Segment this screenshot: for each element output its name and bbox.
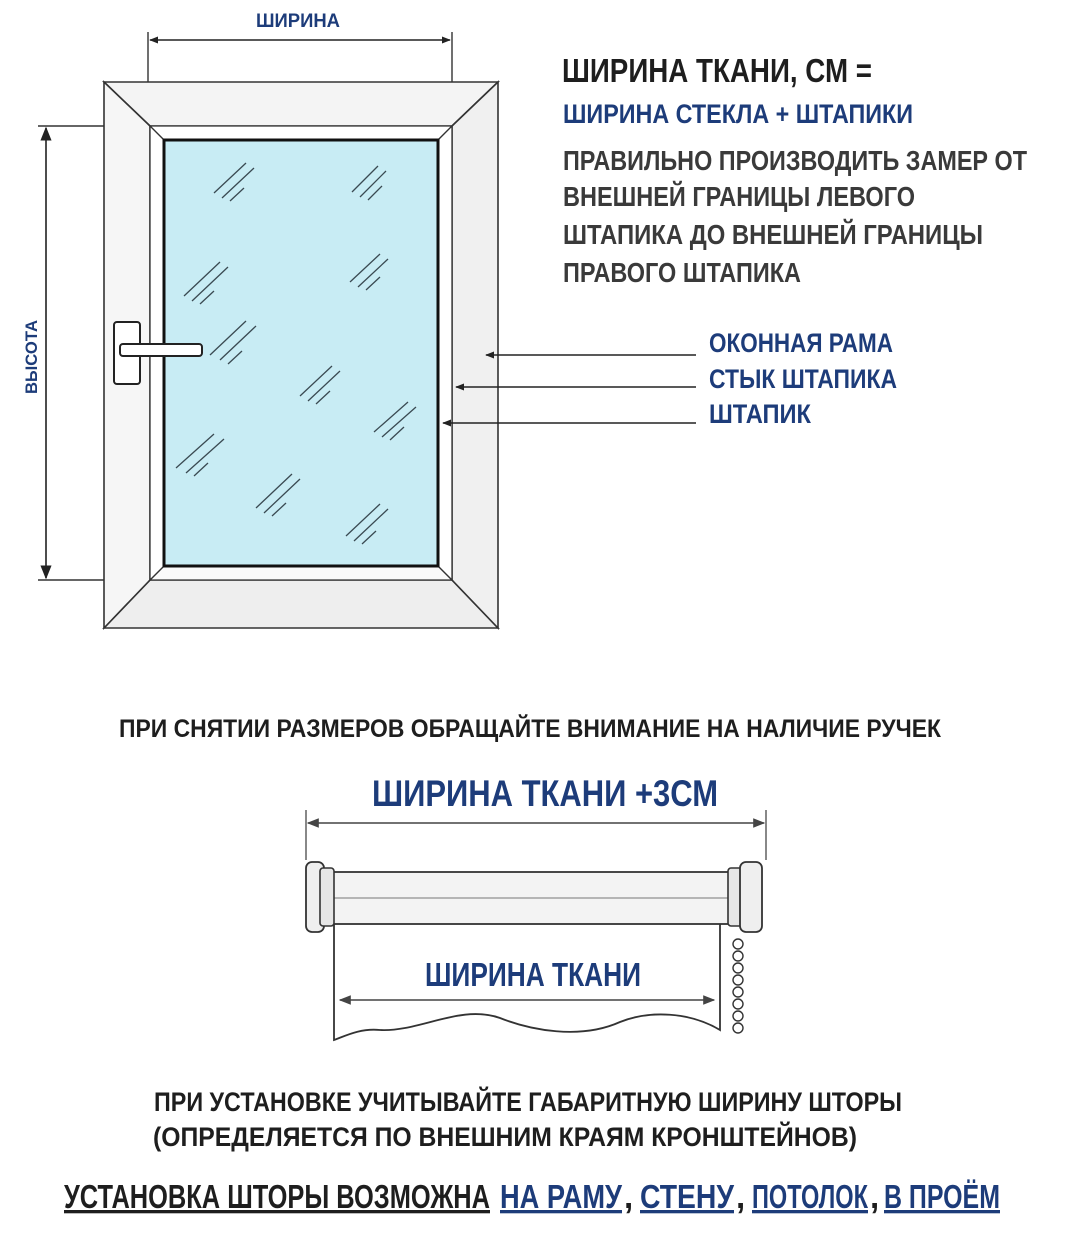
- mounting-separator: ,: [870, 1178, 879, 1215]
- window-frame: [102, 80, 500, 630]
- blind-fabric: [333, 899, 721, 1042]
- formula-note-line: ВНЕШНЕЙ ГРАНИЦЫ ЛЕВОГО: [563, 180, 915, 212]
- blind-total-label: ШИРИНА ТКАНИ +3СМ: [372, 773, 718, 814]
- blind-diagram: ШИРИНА ТКАНИ +3СМ: [305, 773, 767, 1042]
- handles-note: ПРИ СНЯТИИ РАЗМЕРОВ ОБРАЩАЙТЕ ВНИМАНИЕ Н…: [119, 713, 942, 743]
- callout-frame-label: ОКОННАЯ РАМА: [709, 328, 893, 358]
- formula-note-line: ПРАВОГО ШТАПИКА: [563, 257, 801, 288]
- install-note-line: (ОПРЕДЕЛЯЕТСЯ ПО ВНЕШНИМ КРАЯМ КРОНШТЕЙН…: [153, 1121, 857, 1152]
- callout-labels: ОКОННАЯ РАМА СТЫК ШТАПИКА ШТАПИК: [709, 328, 897, 429]
- callout-arrows: [442, 351, 696, 427]
- formula-block: ШИРИНА ТКАНИ, СМ = ШИРИНА СТЕКЛА + ШТАПИ…: [562, 52, 1027, 288]
- mounting-options: УСТАНОВКА ШТОРЫ ВОЗМОЖНА НА РАМУ , СТЕНУ…: [64, 1178, 1000, 1215]
- formula-note-line: ШТАПИКА ДО ВНЕШНЕЙ ГРАНИЦЫ: [563, 218, 983, 250]
- window-diagram: ШИРИНА ВЫСОТА: [22, 11, 696, 630]
- glass-reflection-marks: [175, 162, 417, 545]
- install-note: ПРИ УСТАНОВКЕ УЧИТЫВАЙТЕ ГАБАРИТНУЮ ШИРИ…: [153, 1086, 902, 1152]
- mounting-separator: ,: [736, 1178, 745, 1215]
- callout-joint-label: СТЫК ШТАПИКА: [709, 364, 897, 394]
- window-handle: [113, 321, 203, 385]
- formula-title: ШИРИНА ТКАНИ, СМ =: [562, 52, 872, 89]
- install-note-line: ПРИ УСТАНОВКЕ УЧИТЫВАЙТЕ ГАБАРИТНУЮ ШИРИ…: [154, 1086, 902, 1117]
- callout-bead-label: ШТАПИК: [709, 399, 811, 429]
- height-label: ВЫСОТА: [22, 320, 41, 394]
- mounting-option-opening: В ПРОЁМ: [884, 1178, 1000, 1215]
- mounting-option-ceiling: ПОТОЛОК: [752, 1178, 869, 1215]
- mounting-prefix: УСТАНОВКА ШТОРЫ ВОЗМОЖНА: [64, 1178, 490, 1215]
- width-label: ШИРИНА: [256, 11, 340, 32]
- window-glass: [162, 138, 440, 568]
- formula-subtitle: ШИРИНА СТЕКЛА + ШТАПИКИ: [563, 99, 913, 129]
- blind-chain: [732, 938, 744, 1034]
- formula-note-line: ПРАВИЛЬНО ПРОИЗВОДИТЬ ЗАМЕР ОТ: [563, 145, 1027, 176]
- mounting-option-frame: НА РАМУ: [500, 1178, 622, 1215]
- right-bracket: [727, 861, 763, 933]
- mounting-separator: ,: [624, 1178, 633, 1215]
- blind-fabric-label: ШИРИНА ТКАНИ: [425, 956, 641, 993]
- mounting-option-wall: СТЕНУ: [640, 1178, 734, 1215]
- left-bracket: [305, 861, 335, 933]
